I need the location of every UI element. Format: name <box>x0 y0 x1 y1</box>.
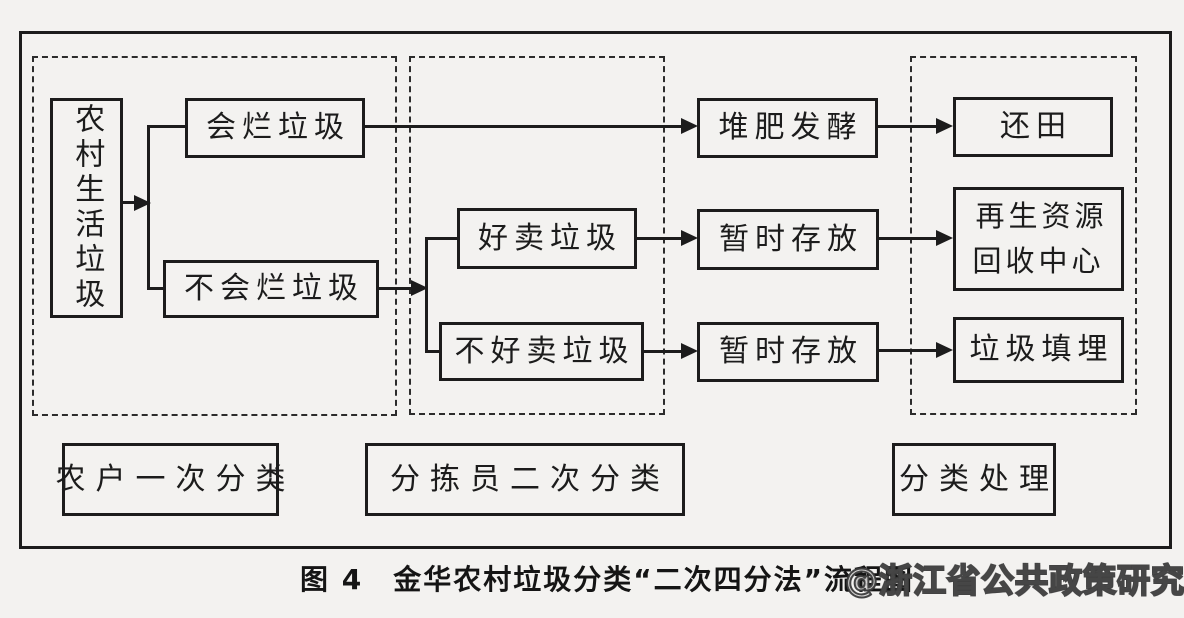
node-rural-household-waste: 农村生活垃圾 <box>50 98 123 318</box>
arrowhead-store2-to-landfill <box>936 342 953 358</box>
node-label: 垃圾填埋 <box>969 332 1114 368</box>
arrowhead-compost-to-field <box>936 118 953 134</box>
node-temporary-storage-2: 暂时存放 <box>697 322 879 382</box>
arrowhead-source-split <box>134 195 151 211</box>
node-label: 暂时存放 <box>719 334 863 370</box>
arrowhead-nosell-to-store <box>681 343 698 359</box>
connector-compost-to-field <box>878 125 937 128</box>
node-label: 农户一次分类 <box>55 461 296 497</box>
outer-border <box>19 31 1172 549</box>
node-label: 分类处理 <box>899 461 1059 497</box>
node-label: 不好卖垃圾 <box>454 333 635 369</box>
node-rotting-waste: 会烂垃圾 <box>185 98 365 158</box>
dashed-group-first-sort <box>32 56 397 416</box>
connector-nosell-to-store <box>644 350 682 353</box>
dashed-group-disposal <box>910 56 1137 415</box>
connector-split1-vertical <box>147 125 150 290</box>
connector-split2-vertical <box>425 237 428 353</box>
connector-rot-to-compost <box>365 125 682 128</box>
connector-split2-top-branch <box>425 237 457 240</box>
label-box-farmer-first-sort: 农户一次分类 <box>56 443 286 516</box>
node-label: 不会烂垃圾 <box>184 271 364 307</box>
node-temporary-storage-1: 暂时存放 <box>697 209 879 270</box>
arrowhead-sell-to-store <box>681 230 698 246</box>
node-label: 再生资源 回收中心 <box>972 199 1108 278</box>
node-label: 还田 <box>1000 109 1072 145</box>
node-label: 农村生活垃圾 <box>69 103 105 313</box>
node-non-sellable-waste: 不好卖垃圾 <box>439 322 644 381</box>
connector-store2-to-landfill <box>879 349 937 352</box>
node-label: 会烂垃圾 <box>206 110 350 146</box>
node-landfill: 垃圾填埋 <box>953 317 1124 383</box>
node-recycling-center: 再生资源 回收中心 <box>953 187 1124 291</box>
label-box-sorter-second-sort: 分拣员二次分类 <box>365 443 685 516</box>
node-non-rotting-waste: 不会烂垃圾 <box>163 260 379 318</box>
arrowhead-store1-to-recycle <box>936 230 953 246</box>
figure-caption: 图 4 金华农村垃圾分类“二次四分法”流程图 <box>300 563 915 596</box>
dashed-group-second-sort <box>409 56 665 415</box>
node-label: 分拣员二次分类 <box>390 461 670 497</box>
node-compost-fermentation: 堆肥发酵 <box>697 98 878 158</box>
node-label: 暂时存放 <box>719 221 863 257</box>
connector-split2-bottom-branch <box>425 350 439 353</box>
connector-split1-bottom-branch <box>147 287 165 290</box>
connector-store1-to-recycle <box>879 237 937 240</box>
connector-source-stub <box>122 201 136 204</box>
connector-sell-to-store <box>637 237 682 240</box>
node-label: 好卖垃圾 <box>478 220 622 256</box>
arrowhead-norot-split <box>411 280 428 296</box>
arrowhead-rot-to-compost <box>681 118 698 134</box>
label-box-classified-disposal: 分类处理 <box>892 443 1056 516</box>
connector-norot-stub <box>379 287 412 290</box>
node-return-to-field: 还田 <box>953 97 1113 157</box>
node-sellable-waste: 好卖垃圾 <box>457 208 637 269</box>
connector-split1-top-branch <box>147 125 185 128</box>
node-label: 堆肥发酵 <box>718 110 863 146</box>
watermark-text: @浙江省公共政策研究院 <box>844 560 1184 601</box>
